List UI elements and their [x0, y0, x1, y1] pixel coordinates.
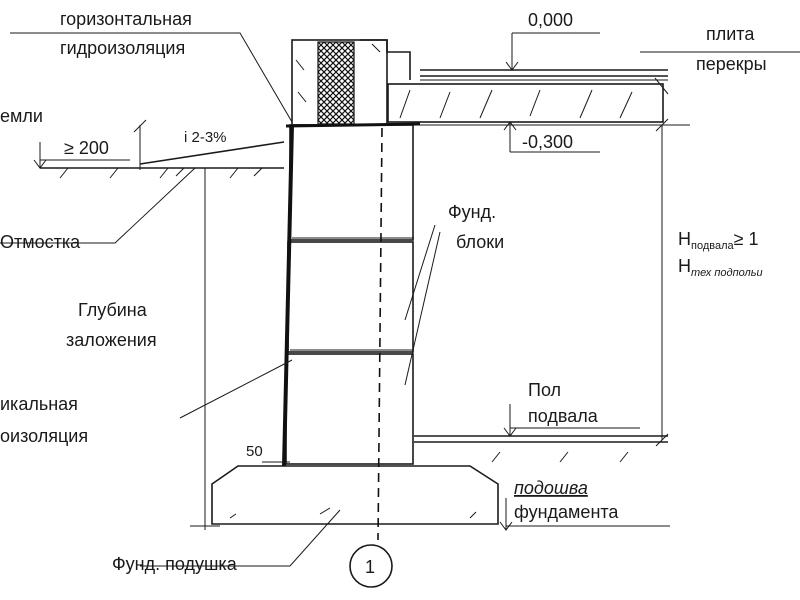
- axis-line: [377, 127, 383, 541]
- floor-slab: [387, 69, 668, 123]
- dimension-lines: [33, 32, 690, 531]
- label-fund-blocks-2: блоки: [456, 232, 504, 252]
- label-tech-underground-height: Hтех подпольи: [678, 256, 763, 279]
- label-depth-2: заложения: [66, 330, 157, 350]
- label-basement-height: Hподвала≥ 1: [678, 229, 759, 252]
- label-dim-50: 50: [246, 443, 263, 460]
- insulation-layer: [317, 41, 355, 125]
- leader-lines: [0, 32, 800, 567]
- label-horizontal-waterproofing-2: гидроизоляция: [60, 38, 185, 58]
- upper-wall: [291, 39, 411, 126]
- label-vertical-waterproofing-2: оизоляция: [0, 426, 88, 446]
- label-slab-1: плита: [706, 24, 755, 44]
- label-fund-pad: Фунд. подушка: [112, 554, 238, 574]
- section-marker: [349, 544, 393, 588]
- label-section-number: 1: [365, 557, 375, 577]
- label-depth-1: Глубина: [78, 300, 148, 320]
- label-ground: емли: [0, 106, 43, 126]
- label-footing-bottom-1: подошва: [514, 478, 588, 498]
- label-blind-area: Отмостка: [0, 232, 81, 252]
- label-footing-bottom-2: фундамента: [514, 502, 619, 522]
- blind-area-slope: [139, 141, 285, 165]
- label-slab-2: перекры: [696, 54, 767, 74]
- foundation-block-3: [285, 353, 414, 465]
- label-level-zero: 0,000: [528, 10, 573, 30]
- basement-floor-slab: [414, 435, 668, 463]
- vertical-waterproofing-line: [282, 124, 294, 467]
- label-min-200: ≥ 200: [64, 138, 109, 158]
- label-slope: i 2-3%: [184, 129, 227, 146]
- horizontal-waterproofing-line: [285, 122, 421, 128]
- label-vertical-waterproofing-1: икальная: [0, 394, 78, 414]
- foundation-block-2: [287, 241, 414, 353]
- label-level-minus: -0,300: [522, 132, 573, 152]
- foundation-blocks: [285, 124, 414, 465]
- label-horizontal-waterproofing-1: горизонтальная: [60, 9, 192, 29]
- foundation-block-1: [289, 124, 414, 241]
- label-basement-floor-1: Пол: [528, 380, 561, 400]
- label-basement-floor-2: подвала: [528, 406, 599, 426]
- label-fund-blocks-1: Фунд.: [448, 202, 496, 222]
- foundation-pad: [211, 465, 499, 525]
